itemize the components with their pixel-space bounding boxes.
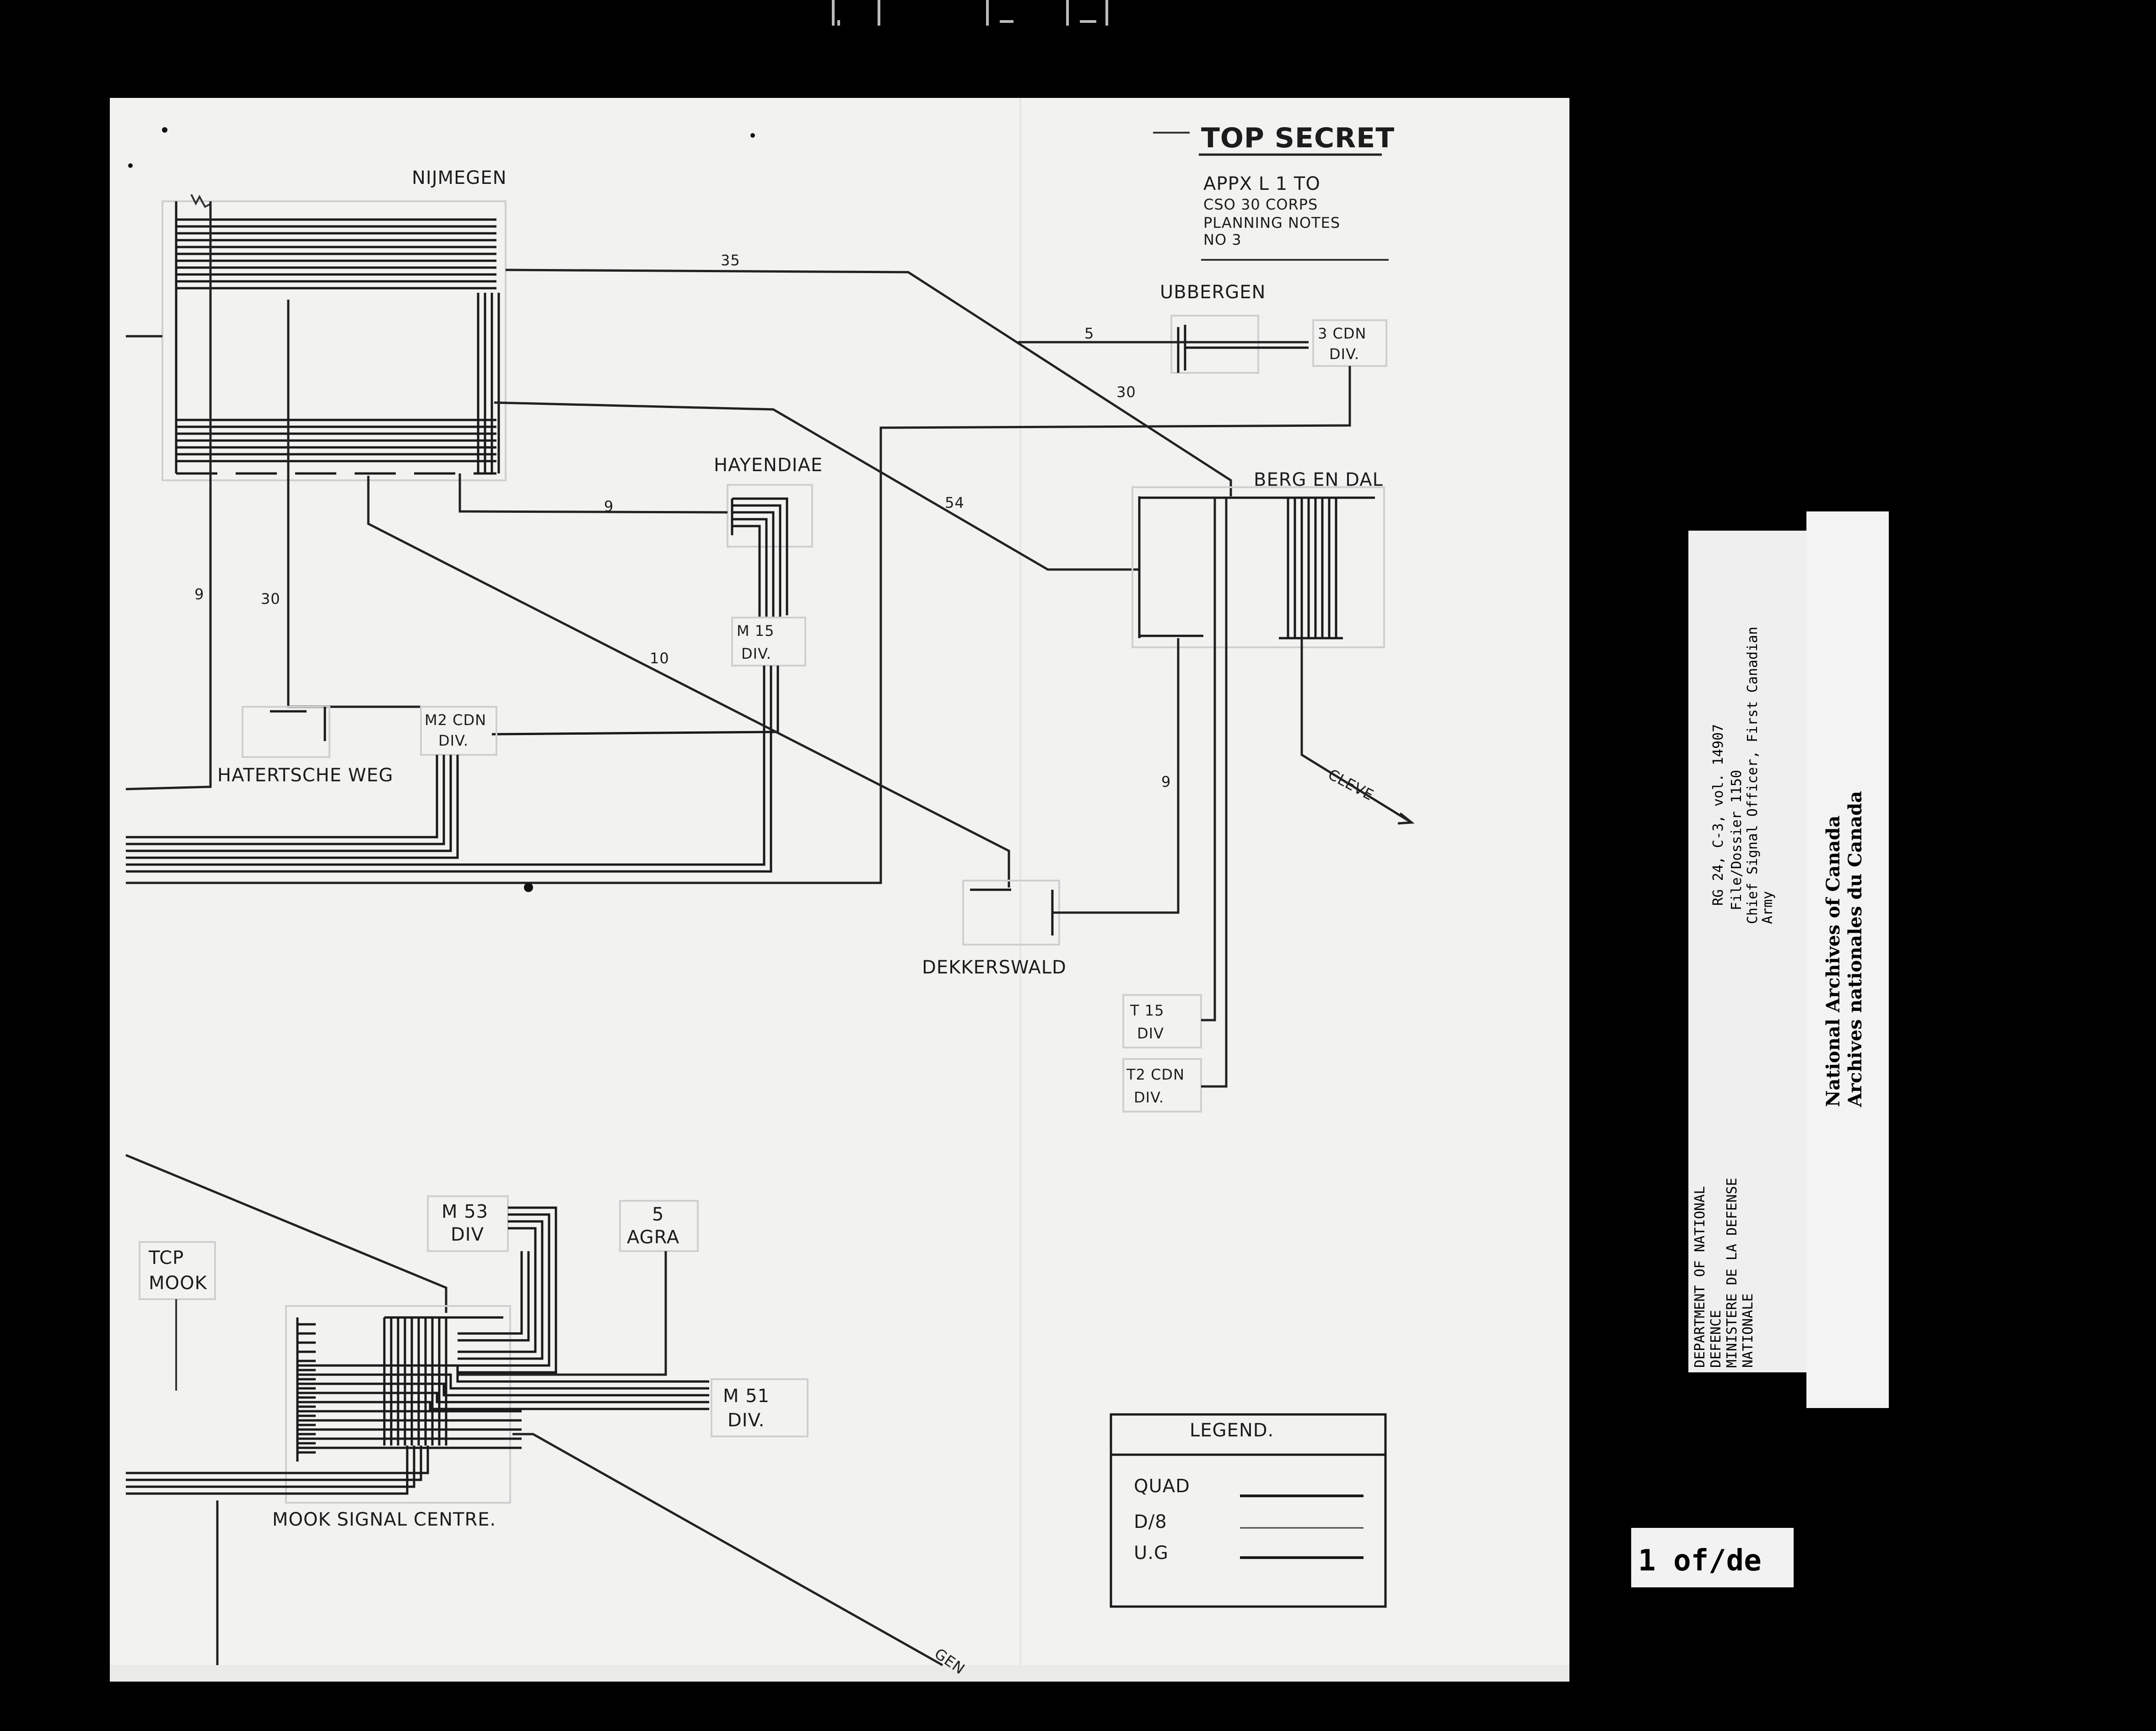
tcp-mook-node: TCP MOOK — [139, 1241, 216, 1391]
mook-signal-centre-node: GEN MOOK SIGNAL CENTRE. — [125, 1154, 968, 1678]
legend: LEGEND. QUAD D/8 U.G — [1110, 1413, 1387, 1608]
archive-name-en: National Archives of Canada — [1822, 816, 1844, 1107]
archive-file: File/Dossier 1150 — [1729, 770, 1745, 910]
nijmegen-label: NIJMEGEN — [412, 167, 507, 188]
nijmegen-node: NIJMEGEN — [162, 167, 507, 481]
scan-specks — [128, 127, 755, 892]
count-9-dekkerswald: 9 — [1161, 773, 1171, 790]
archive-line-1: Chief Signal Officer, First Canadian — [1745, 627, 1761, 924]
nijmegen-to-berg-en-dal-54: 54 — [494, 401, 1139, 571]
ubbergen-label: UBBERGEN — [1160, 282, 1266, 303]
t2cdn-line-2: DIV. — [1134, 1089, 1164, 1106]
cdn3-line-2: DIV. — [1329, 345, 1359, 363]
nijmegen-to-berg-en-dal-35: 35 — [505, 252, 1232, 496]
nijmegen-to-dekkerswald-10: 10 — [367, 476, 1010, 887]
department-line-2: DEFENCE — [1708, 1310, 1724, 1368]
m53-line-1: M 53 — [442, 1201, 488, 1222]
legend-item-quad: QUAD — [1134, 1476, 1190, 1497]
count-30-top: 30 — [1116, 383, 1136, 401]
dekkerswald-label: DEKKERSWALD — [922, 957, 1067, 978]
frame-label-card: 1 of/de — [1631, 1528, 1794, 1587]
t15-line-2: DIV — [1137, 1025, 1164, 1042]
archive-line-2: Army — [1760, 891, 1776, 924]
agra5-node: 5 AGRA — [458, 1200, 699, 1376]
t2-cdn-div-node: T2 CDN DIV. — [1122, 499, 1228, 1113]
m53-line-2: DIV — [451, 1224, 484, 1245]
m2cdn-line-1: M2 CDN — [425, 711, 486, 729]
agra5-line-1: 5 — [652, 1204, 664, 1225]
count-5: 5 — [1084, 325, 1094, 342]
t2cdn-line-1: T2 CDN — [1126, 1066, 1185, 1083]
hayendiae-node: HAYENDIAE 9 — [458, 455, 823, 618]
sheet-bottom-strip — [110, 1665, 1569, 1682]
ubbergen-node: UBBERGEN 5 — [1018, 282, 1309, 374]
archive-reference: RG 24, C-3, vol. 14907 — [1710, 724, 1726, 906]
archive-name-slip: National Archives of Canada Archives nat… — [1806, 511, 1889, 1408]
t15-line-1: T 15 — [1130, 1002, 1164, 1019]
appendix-line-4: NO 3 — [1203, 231, 1242, 248]
tcp-mook-line-2: MOOK — [149, 1273, 207, 1294]
count-9-west: 9 — [194, 586, 204, 603]
appendix-line-1: APPX L 1 TO — [1203, 173, 1321, 194]
m2-cdn-div-node: M2 CDN DIV. — [126, 706, 497, 859]
appendix-line-2: CSO 30 CORPS — [1203, 196, 1318, 213]
m2cdn-line-2: DIV. — [438, 732, 469, 749]
mook-signal-centre-label: MOOK SIGNAL CENTRE. — [272, 1509, 496, 1530]
m51-div-node: M 51 DIV. — [711, 1378, 808, 1437]
dekkerswald-node: DEKKERSWALD 9 — [922, 638, 1180, 978]
legend-item-ug: U.G — [1134, 1543, 1169, 1564]
cdn3-line-1: 3 CDN — [1318, 325, 1366, 342]
legend-item-d8: D/8 — [1134, 1511, 1167, 1532]
archive-name-fr: Archives nationales du Canada — [1844, 791, 1866, 1107]
legend-title: LEGEND. — [1190, 1420, 1274, 1441]
m53-div-node: M 53 DIV — [427, 1195, 557, 1374]
frame-label: 1 of/de — [1638, 1544, 1762, 1578]
hatertsche-weg-label: HATERTSCHE WEG — [217, 765, 393, 786]
m15-line-1: M 15 — [737, 622, 775, 640]
count-10: 10 — [650, 650, 669, 667]
m15-div-node: M 15 DIV. — [126, 617, 806, 873]
m15-line-2: DIV. — [741, 645, 771, 662]
t15-div-node: T 15 DIV — [1122, 499, 1216, 1048]
count-9-hayendiae: 9 — [604, 498, 614, 515]
diagram-sheet — [110, 98, 1569, 1680]
department-line-1: DEPARTMENT OF NATIONAL — [1692, 1186, 1708, 1368]
classification-label: TOP SECRET — [1201, 122, 1395, 154]
header-block: TOP SECRET APPX L 1 TO CSO 30 CORPS PLAN… — [1153, 122, 1395, 261]
film-edge-marks — [832, 0, 1108, 26]
agra5-line-2: AGRA — [627, 1227, 679, 1248]
count-35: 35 — [721, 252, 740, 269]
department-line-4: NATIONALE — [1740, 1293, 1756, 1368]
cdn3-div-node: 3 CDN DIV. 30 — [126, 319, 1387, 884]
m51-line-2: DIV. — [728, 1410, 765, 1431]
hatertsche-weg-node: HATERTSCHE WEG — [217, 706, 393, 786]
hayendiae-label: HAYENDIAE — [714, 455, 823, 476]
department-line-3: MINISTERE DE LA DEFENSE — [1724, 1178, 1740, 1368]
tcp-mook-line-1: TCP — [148, 1247, 184, 1269]
appendix-line-3: PLANNING NOTES — [1203, 214, 1340, 231]
archive-reference-slip: RG 24, C-3, vol. 14907 File/Dossier 1150… — [1688, 531, 1812, 1372]
count-30-west: 30 — [261, 590, 280, 607]
count-54: 54 — [945, 494, 965, 511]
m51-line-1: M 51 — [723, 1386, 770, 1407]
